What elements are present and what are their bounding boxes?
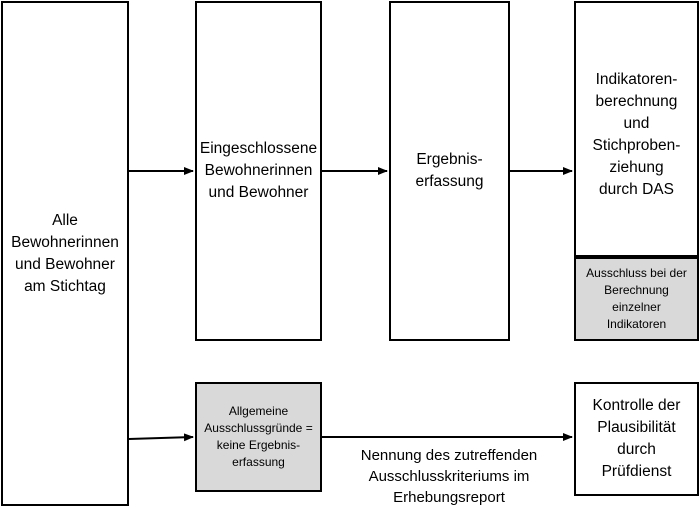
- box-general-exclusion-label: Allgemeine Ausschlussgründe = keine Erge…: [204, 404, 313, 469]
- box-result-capture: Ergebnis- erfassung: [389, 1, 510, 341]
- report-note-label: Nennung des zutreffenden Ausschlusskrite…: [360, 447, 538, 506]
- box-all-residents: Alle Bewohnerinnen und Bewohner am Stich…: [1, 1, 129, 506]
- box-included-residents-label: Eingeschlossene Bewohnerinnen und Bewohn…: [199, 140, 318, 201]
- box-plausibility-check: Kontrolle der Plausibilität durch Prüfdi…: [574, 382, 699, 496]
- box-exclusion-calculation: Ausschluss bei der Berechnung einzelner …: [574, 257, 699, 341]
- arrow-all-to-exclusion: [128, 433, 194, 442]
- box-indicator-calculation: Indikatoren- berechnung und Stichproben-…: [574, 1, 699, 257]
- box-result-capture-label: Ergebnis- erfassung: [415, 151, 484, 190]
- box-all-residents-label: Alle Bewohnerinnen und Bewohner am Stich…: [11, 211, 119, 295]
- box-exclusion-calculation-label: Ausschluss bei der Berechnung einzelner …: [586, 266, 687, 331]
- box-indicator-calculation-label: Indikatoren- berechnung und Stichproben-…: [592, 71, 681, 198]
- box-general-exclusion: Allgemeine Ausschlussgründe = keine Erge…: [195, 382, 322, 492]
- box-plausibility-check-label: Kontrolle der Plausibilität durch Prüfdi…: [592, 397, 681, 480]
- box-included-residents: Eingeschlossene Bewohnerinnen und Bewohn…: [195, 1, 322, 341]
